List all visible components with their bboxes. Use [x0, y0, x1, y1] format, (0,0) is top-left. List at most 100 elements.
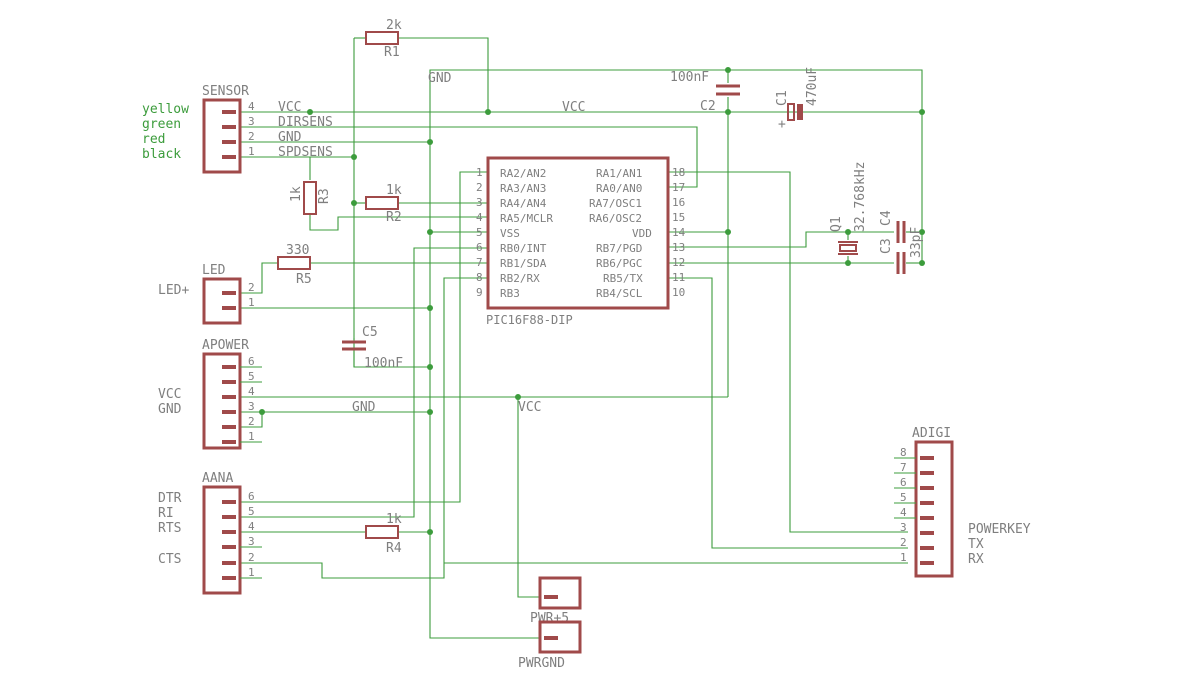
led-pin-2: 2: [248, 281, 255, 294]
junctions: [259, 67, 925, 535]
mcu-pin-9-num: 9: [476, 286, 483, 299]
pwrgnd-label: PWRGND: [518, 656, 565, 671]
mcu-pin-7-num: 7: [476, 256, 483, 269]
apower-title: APOWER: [202, 338, 249, 353]
capacitor-c5: C5 100nF: [342, 325, 403, 371]
net-label-vcc-bottom: VCC: [518, 400, 541, 415]
adigi-pin-6: 6: [900, 476, 907, 489]
mcu-pin-2-num: 2: [476, 181, 483, 194]
aana-connector: AANA 6 5 4 3 2 1 DTR RI RTS CTS: [158, 471, 262, 595]
mcu-name: PIC16F88-DIP: [486, 313, 573, 327]
mcu-pin-11-num: 11: [672, 271, 685, 284]
q1-name: Q1: [829, 216, 844, 232]
aana-side-rts: RTS: [158, 521, 181, 536]
r4-value: 1k: [386, 512, 402, 527]
sensor-signal-gnd: GND: [278, 130, 302, 145]
aana-pin-6: 6: [248, 490, 255, 503]
c1-value: 470uF: [805, 67, 820, 106]
r2-value: 1k: [386, 183, 402, 198]
sensor-connector: SENSOR 4 3 2 1 VCC DIRSENS GND SPDSENS y…: [142, 84, 333, 174]
mcu-pin-5-num: 5: [476, 226, 483, 239]
r3-value: 1k: [289, 186, 304, 202]
net-label-gnd-apower: GND: [352, 400, 376, 415]
wire-color-yellow: yellow: [142, 102, 189, 117]
resistor-r4: 1k R4: [365, 512, 402, 556]
pwrgnd-connector: PWRGND: [518, 620, 582, 671]
sensor-signal-vcc: VCC: [278, 100, 301, 115]
mcu-pin-13-label: RB7/PGD: [596, 242, 642, 255]
aana-pin-1: 1: [248, 566, 255, 579]
r3-name: R3: [317, 188, 332, 204]
wire-color-black: black: [142, 147, 181, 162]
apower-connector: APOWER 6 5 4 3 2 1 VCC GND: [158, 338, 262, 450]
r5-name: R5: [296, 272, 312, 287]
sensor-signal-dirsens: DIRSENS: [278, 115, 333, 130]
adigi-pin-2: 2: [900, 536, 907, 549]
resistor-r3: 1k R3: [289, 181, 332, 215]
capacitor-c4: C4 33pF: [879, 210, 924, 258]
resistor-r5: 330 R5: [277, 243, 312, 287]
aana-pin-2: 2: [248, 551, 255, 564]
c1-name: C1: [775, 90, 790, 106]
adigi-pin-5: 5: [900, 491, 907, 504]
mcu-pin-10-label: RB4/SCL: [596, 287, 643, 300]
mcu-pin-5-label: VSS: [500, 227, 520, 240]
c5-name: C5: [362, 325, 378, 340]
sensor-pin-3: 3: [248, 115, 255, 128]
mcu-pin-1-label: RA2/AN2: [500, 167, 546, 180]
mcu-pin-3-label: RA4/AN4: [500, 197, 547, 210]
aana-side-dtr: DTR: [158, 491, 182, 506]
aana-pin-4: 4: [248, 520, 255, 533]
mcu-pin-13-num: 13: [672, 241, 685, 254]
apower-pin-3: 3: [248, 400, 255, 413]
mcu-pin-6-num: 6: [476, 241, 483, 254]
aana-side-cts: CTS: [158, 552, 181, 567]
mcu-pin-14-label: VDD: [632, 227, 652, 240]
apower-pin-2: 2: [248, 415, 255, 428]
net-label-vcc-top: VCC: [562, 100, 585, 115]
pwr5-label: PWR+5: [530, 611, 569, 626]
crystal-q1: Q1 32.768kHz: [829, 162, 868, 255]
apower-pin-4: 4: [248, 385, 255, 398]
led-pin-1: 1: [248, 296, 255, 309]
adigi-connector: ADIGI 8 7 6 5 4 3 2 1 POWERKEY TX RX: [894, 426, 1031, 578]
mcu-pin-18-num: 18: [672, 166, 685, 179]
c2-name: C2: [700, 99, 716, 114]
capacitor-c3: C3: [879, 238, 906, 274]
r2-name: R2: [386, 210, 402, 225]
mcu-pin-14-num: 14: [672, 226, 686, 239]
mcu-pin-8-label: RB2/RX: [500, 272, 540, 285]
adigi-side-powerkey: POWERKEY: [968, 522, 1031, 537]
aana-pin-3: 3: [248, 535, 255, 548]
aana-pin-5: 5: [248, 505, 255, 518]
mcu-pin-3-num: 3: [476, 196, 483, 209]
mcu-pin-12-num: 12: [672, 256, 685, 269]
adigi-pin-1: 1: [900, 551, 907, 564]
sensor-signal-spdsens: SPDSENS: [278, 145, 333, 160]
resistor-r1: 2k R1: [365, 18, 402, 60]
c4-name: C4: [879, 210, 894, 226]
mcu-pin-15-label: RA6/OSC2: [589, 212, 642, 225]
mcu-pin-17-label: RA0/AN0: [596, 182, 642, 195]
mcu-pin-2-label: RA3/AN3: [500, 182, 546, 195]
adigi-pin-7: 7: [900, 461, 907, 474]
capacitor-c1: + C1 470uF: [775, 67, 820, 132]
led-title: LED: [202, 263, 226, 278]
wires: [240, 37, 923, 639]
r1-value: 2k: [386, 18, 402, 33]
mcu-pin-17-num: 17: [672, 181, 685, 194]
r5-value: 330: [286, 243, 309, 258]
r1-name: R1: [384, 45, 400, 60]
mcu-pin-9-label: RB3: [500, 287, 520, 300]
pwr5-connector: PWR+5: [530, 576, 582, 626]
adigi-pin-4: 4: [900, 506, 907, 519]
mcu-pin-18-label: RA1/AN1: [596, 167, 642, 180]
adigi-side-rx: RX: [968, 552, 984, 567]
led-side-label: LED+: [158, 283, 189, 298]
r4-name: R4: [386, 541, 402, 556]
sensor-pin-2: 2: [248, 130, 255, 143]
sensor-pin-1: 1: [248, 145, 255, 158]
adigi-title: ADIGI: [912, 426, 951, 441]
sensor-pin-4: 4: [248, 100, 255, 113]
